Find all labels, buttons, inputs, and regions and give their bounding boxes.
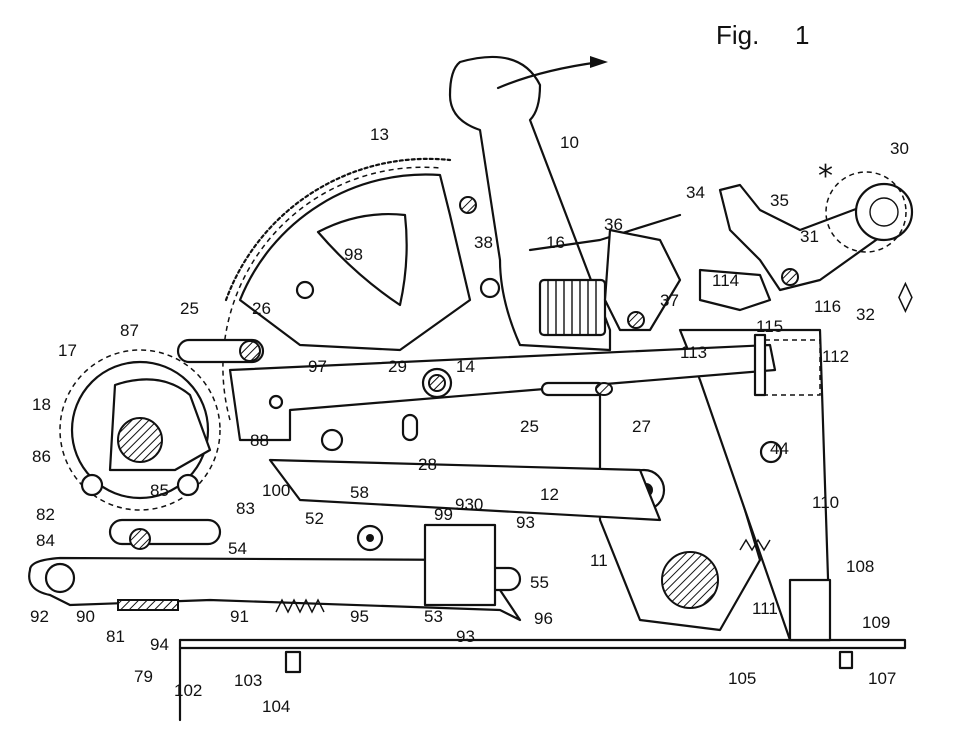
ref-label: 96 (534, 609, 553, 628)
ref-label: 35 (770, 191, 789, 210)
ref-label: 10 (560, 133, 579, 152)
ref-label: 36 (604, 215, 623, 234)
ref-label: 13 (370, 125, 389, 144)
ref-label: 84 (36, 531, 55, 550)
base-plate-105 (178, 638, 907, 722)
ref-label: 86 (32, 447, 51, 466)
ref-label: 87 (120, 321, 139, 340)
lever-53 (28, 518, 522, 622)
ref-label: 30 (890, 139, 909, 158)
ref-label: 18 (32, 395, 51, 414)
ref-label: 99 (434, 505, 453, 524)
ref-label: 29 (388, 357, 407, 376)
reference-labels: 10 13 16 38 98 25 26 87 17 18 86 85 88 100 83 82 84 92 90 8… (30, 125, 909, 716)
ref-label: 25 (520, 417, 539, 436)
ref-label: 52 (305, 509, 324, 528)
ref-label: 26 (252, 299, 271, 318)
ref-label: 98 (344, 245, 363, 264)
ref-label: 11 (590, 551, 608, 570)
ref-label: 14 (456, 357, 475, 376)
ref-label: 105 (728, 669, 756, 688)
ref-label: 85 (150, 481, 169, 500)
ref-label: 115 (756, 317, 783, 336)
ref-label: 102 (174, 681, 202, 700)
ref-label: 58 (350, 483, 369, 502)
star-symbol: * (818, 159, 833, 194)
ref-label: 12 (540, 485, 559, 504)
spring-111 (739, 538, 771, 552)
ref-label: 54 (228, 539, 247, 558)
ref-label: 16 (546, 233, 565, 252)
ref-label: 88 (250, 431, 269, 450)
ref-label: 38 (474, 233, 493, 252)
ref-label: 83 (236, 499, 255, 518)
ref-label: 97 (308, 357, 327, 376)
ref-label: 110 (812, 493, 839, 512)
ref-label: 103 (234, 671, 262, 690)
figure-title: Fig. (716, 20, 759, 50)
ref-label: 34 (686, 183, 705, 202)
ref-label: 28 (418, 455, 437, 474)
figure-number: 1 (795, 20, 809, 50)
diamond-symbol: ◊ (898, 279, 913, 314)
spring-16 (528, 213, 682, 337)
ref-label: 113 (680, 343, 707, 362)
ref-label: 104 (262, 697, 290, 716)
ref-label: 31 (800, 227, 819, 246)
ref-label: 91 (230, 607, 249, 626)
ref-label: 55 (530, 573, 549, 592)
ref-label: 25 (180, 299, 199, 318)
ref-label: 37 (660, 291, 679, 310)
pivots (295, 196, 832, 642)
ref-label: 27 (632, 417, 651, 436)
ref-label: 90 (76, 607, 95, 626)
ref-label: 112 (822, 347, 849, 366)
ref-label: 109 (862, 613, 890, 632)
spring-95 (275, 598, 325, 614)
gear-17 (59, 349, 221, 511)
ref-label: 79 (134, 667, 153, 686)
sector-gear-13 (222, 157, 472, 421)
ref-label: 82 (36, 505, 55, 524)
lever-10 (448, 55, 612, 352)
ref-label: 93 (516, 513, 535, 532)
ref-label: 100 (262, 481, 290, 500)
ref-label: 107 (868, 669, 896, 688)
ref-label: 93 (456, 627, 475, 646)
ref-label: 17 (58, 341, 77, 360)
ref-label: 111 (752, 599, 778, 618)
ref-label: 930 (455, 495, 483, 514)
ref-label: 116 (814, 297, 841, 316)
link-11 (598, 328, 832, 642)
ref-label: 114 (712, 271, 739, 290)
ref-label: 92 (30, 607, 49, 626)
ref-label: 95 (350, 607, 369, 626)
ref-label: 53 (424, 607, 443, 626)
ref-label: 44 (770, 439, 789, 458)
ref-label: 32 (856, 305, 875, 324)
slide-bar-12 (176, 338, 777, 522)
pawl-31 (603, 171, 914, 397)
ref-label: 94 (150, 635, 169, 654)
ref-label: 108 (846, 557, 874, 576)
ref-label: 81 (106, 627, 125, 646)
